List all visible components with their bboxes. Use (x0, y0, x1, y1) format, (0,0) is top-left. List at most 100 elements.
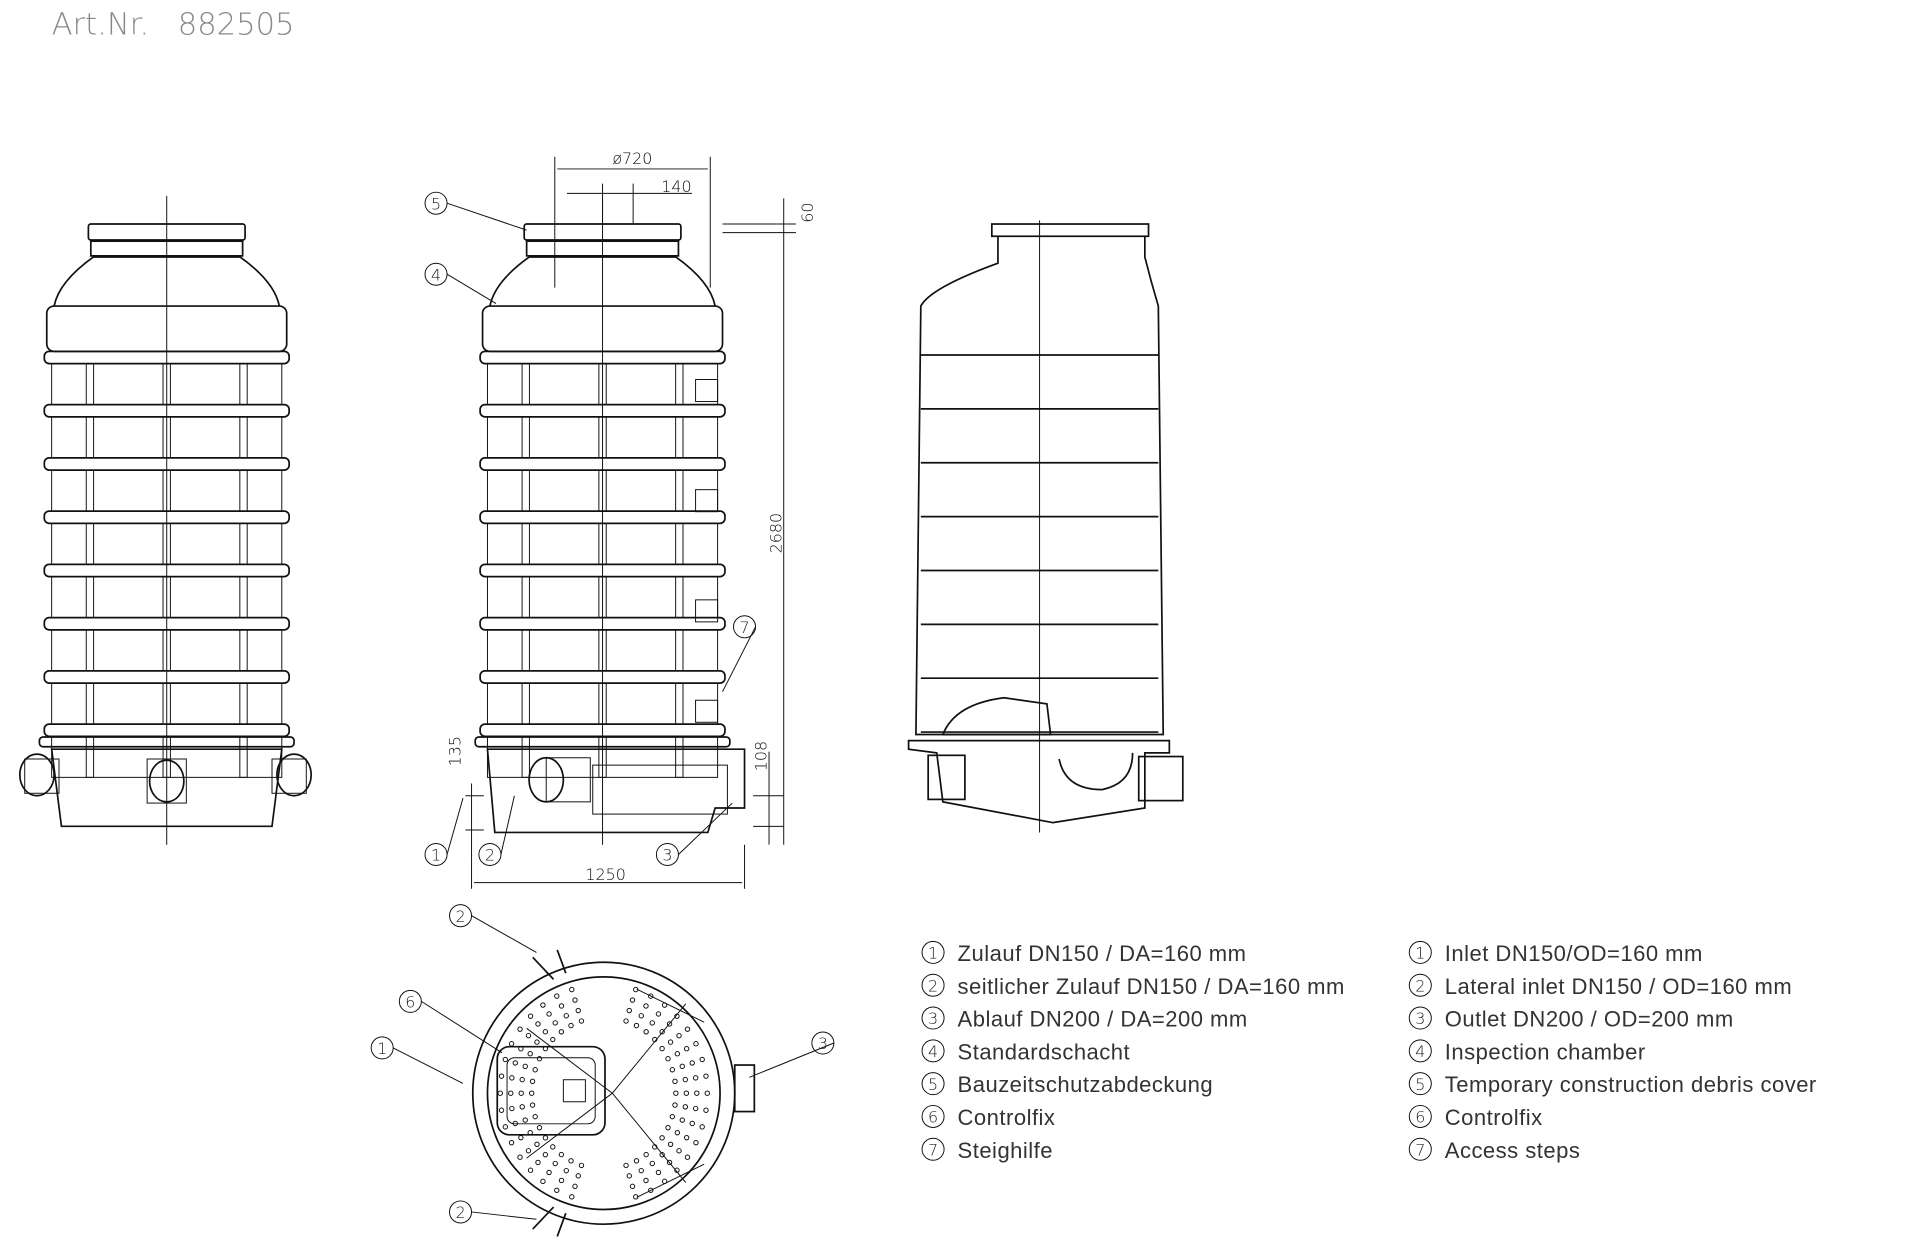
grip-dot (540, 1002, 546, 1008)
shape (521, 416, 530, 459)
shape (496, 1045, 606, 1136)
dimension-lines (465, 156, 796, 889)
legend-number: 2 (1415, 976, 1425, 995)
grip-dot (509, 1075, 515, 1081)
grip-dot (633, 1022, 640, 1029)
grip-dot (498, 1107, 505, 1113)
grip-dot (679, 1063, 685, 1070)
shape (1137, 755, 1184, 802)
grip-dot (527, 1051, 533, 1057)
grip-dot (667, 1141, 674, 1147)
grip-dot (502, 1124, 509, 1130)
grip-dot (692, 1105, 699, 1112)
grip-dot (508, 1090, 514, 1096)
grip-dot (666, 1159, 673, 1166)
legend-item: Controlfix (958, 1105, 1056, 1130)
grip-dot (546, 1011, 552, 1017)
grip-dot (542, 1135, 549, 1141)
grip-dot (532, 1113, 538, 1120)
shape (239, 363, 248, 406)
line (471, 915, 537, 953)
shape (239, 416, 248, 459)
grip-dot (528, 1090, 535, 1096)
legend-number-circle (1408, 1039, 1432, 1063)
legend-item: Lateral inlet DN150 / OD=160 mm (1445, 974, 1792, 999)
callout-number: 3 (818, 1034, 828, 1053)
grip-dot (527, 1013, 534, 1019)
legend-number: 5 (928, 1075, 938, 1094)
grip-dot (552, 1020, 558, 1026)
legend-item: seitlicher Zulauf DN150 / DA=160 mm (958, 974, 1345, 999)
grip-dot (674, 1167, 680, 1173)
callout-number: 1 (377, 1039, 387, 1058)
inner-ring (486, 976, 721, 1211)
grip-dot (532, 1067, 538, 1073)
legend-item: Steighilfe (958, 1138, 1053, 1163)
grip-dot (669, 1113, 676, 1120)
shape (239, 682, 248, 725)
legend-item: Zulauf DN150 / DA=160 mm (958, 941, 1247, 966)
line (532, 1206, 555, 1230)
legend-number: 1 (928, 944, 938, 963)
grip-dot (569, 986, 575, 993)
grip-dot (672, 1078, 678, 1085)
grip-dot (643, 1177, 649, 1184)
grip-dot (554, 1187, 560, 1193)
shape (562, 1079, 586, 1103)
grip-dot (497, 1090, 503, 1096)
legend-item: Controlfix (1445, 1105, 1543, 1130)
shape (521, 469, 530, 512)
grip-dot (689, 1060, 695, 1066)
dim-offset: 140 (661, 177, 691, 196)
grip-dot (546, 1169, 552, 1176)
shape (521, 629, 530, 672)
shape (521, 682, 530, 725)
legend-item: Outlet DN200 / OD=200 mm (1445, 1007, 1734, 1032)
grip-dot (633, 1158, 640, 1164)
legend-number: 4 (928, 1042, 938, 1061)
top-view (471, 949, 756, 1237)
shape (85, 416, 95, 459)
line (446, 798, 464, 855)
callout-number: 2 (455, 907, 465, 926)
grip-dot (643, 1151, 649, 1158)
grip-dot (643, 1003, 649, 1009)
line (556, 1212, 567, 1237)
section-view (907, 220, 1184, 833)
grip-dot (693, 1139, 699, 1146)
dim-diameter: ø720 (612, 149, 652, 168)
grip-dot (563, 1167, 569, 1174)
callout-number: 7 (739, 618, 749, 637)
grip-dot (655, 1011, 662, 1017)
shape (239, 576, 248, 619)
shape (506, 1057, 596, 1125)
line (392, 1047, 464, 1084)
grip-dot (683, 1046, 690, 1052)
grip-dot (704, 1090, 710, 1096)
grip-dot (525, 1032, 532, 1039)
grip-dot (509, 1105, 515, 1112)
callout-number: 5 (431, 194, 441, 213)
legend-number-circle (921, 1104, 945, 1128)
grip-dot (558, 1151, 565, 1158)
pipe-connection (148, 759, 185, 803)
grip-dot (649, 1020, 655, 1026)
legend-number: 3 (1415, 1009, 1425, 1028)
shape (521, 576, 530, 619)
grip-dot (703, 1073, 709, 1079)
grip-dot (498, 1073, 505, 1079)
grip-dot (679, 1117, 685, 1123)
legend-number: 2 (928, 976, 938, 995)
shape (271, 758, 307, 794)
shape (239, 629, 248, 672)
shape (146, 758, 187, 804)
grip-dot (550, 1144, 556, 1150)
controlfix-body (941, 696, 1052, 736)
legend-number-circle (921, 1072, 945, 1096)
grip-dot (674, 1051, 681, 1057)
grip-dot (575, 1173, 581, 1179)
grip-dot (648, 1187, 654, 1193)
grip-dot (534, 1141, 540, 1147)
